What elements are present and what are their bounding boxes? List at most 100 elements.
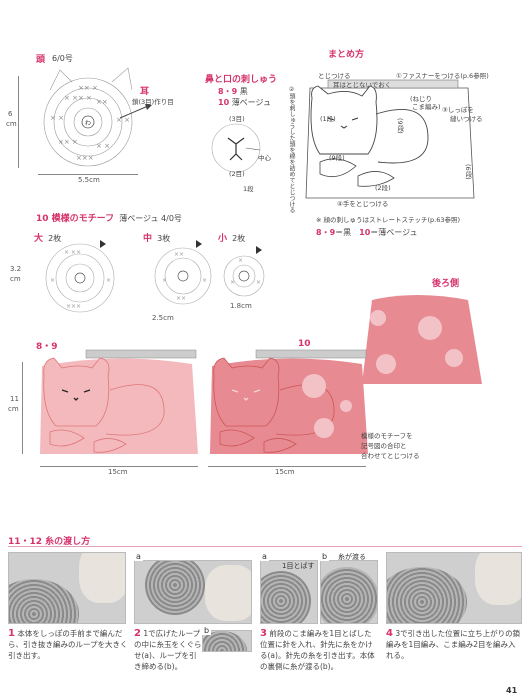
step3a-photo [260, 560, 318, 624]
finished-height-line [22, 362, 23, 454]
svg-text:××: ×× [174, 251, 184, 258]
svg-text:×××: ××× [66, 303, 81, 310]
finished-height: 11 [10, 395, 19, 403]
emb-rows-label: 1段 [243, 185, 254, 193]
step4-text: 3で引き出した位置に立ち上がりの鎖編みを1目編み、こま編み2目を編み入れる。 [386, 629, 521, 660]
emb-line1-nums: 8・9 [218, 87, 238, 96]
motif-small-count: 2枚 [232, 234, 246, 243]
svg-text:×: × [256, 279, 261, 286]
svg-text:×: × [230, 279, 235, 286]
embroidery-title: 鼻と口の刺しゅう [205, 75, 278, 85]
head-crochet-chart: ×× ×× ×× ××× × ×× ××× × × ×××× わ [43, 67, 152, 167]
finished-right-label: 10 [298, 339, 311, 349]
svg-text:×××: ××× [76, 154, 94, 162]
step4-photo [386, 552, 522, 624]
step3-skip-label: 1目とばす [282, 562, 315, 570]
back-view-label: 後ろ側 [432, 279, 460, 289]
finished-motif-note-1: 模様のモチーフを [361, 432, 413, 440]
assembly-title: まとめ方 [328, 50, 365, 60]
assembly-c1: ＝黒 [335, 228, 352, 237]
assembly-fastener-num: ① [396, 72, 402, 80]
emb-line2-num: 10 [218, 98, 230, 107]
svg-text:×× ×: ×× × [58, 138, 78, 146]
assembly-diagram [305, 79, 475, 199]
finished-width-line-right [208, 466, 366, 467]
ear-note: 鎖(3目)作り目 [132, 98, 174, 106]
svg-text:× ××: × ×× [64, 249, 81, 256]
assembly-ear-no-sew: 耳はとじないでおく [333, 81, 392, 89]
motif-small-size: 1.8cm [230, 302, 252, 310]
motif-medium-count: 3枚 [157, 234, 171, 243]
yarn-section-title: 11・12 糸の渡し方 [8, 537, 91, 547]
motif-medium-size: 2.5cm [152, 314, 174, 322]
motif-large-label: 大 [34, 234, 44, 244]
step3b-tag: b [320, 552, 330, 561]
step2-num: 2 [134, 628, 141, 639]
motif-medium-label: 中 [143, 234, 153, 244]
step4-num: 4 [386, 628, 393, 639]
motif-title: 10 模様のモチーフ [36, 214, 115, 224]
finished-width-right: 15cm [275, 468, 295, 476]
assembly-tail: しっぽを [447, 106, 474, 114]
ear-label: 耳 [140, 87, 150, 97]
svg-text:×× ×: ×× × [78, 84, 98, 92]
svg-text:××: ×× [96, 98, 108, 106]
assembly-sew-on: とじつける [318, 72, 351, 80]
head-height-line [18, 76, 19, 168]
emb-line2-color: 薄ベージュ [231, 98, 271, 107]
assembly-c1-num: 8・9 [316, 228, 336, 237]
step3-num: 3 [260, 628, 267, 639]
motif-charts: × ××××××× ×××××× ××× [45, 240, 265, 313]
step3a-tag: a [260, 552, 269, 561]
embroidery-diagram [211, 123, 261, 173]
finished-motif-note-2: 記号図の合印と [361, 442, 407, 450]
motif-large-unit: cm [10, 275, 21, 283]
emb-line1-color: 黒 [239, 87, 248, 96]
assembly-c2: ＝薄ベージュ [370, 228, 418, 237]
finished-width-left: 15cm [108, 468, 128, 476]
assembly-tail-num: ③ [442, 106, 448, 114]
step3-yarn-cross: 糸が渡る [338, 553, 366, 561]
head-height: 6 [8, 110, 13, 118]
svg-text:× ×: × × [96, 142, 110, 150]
step2a-photo [134, 560, 252, 624]
step1-text: 本体をしっぽの手前まで編んだら、引き抜き編みのループを大きく引き出す。 [8, 629, 128, 660]
svg-text:×: × [106, 277, 111, 284]
step2-text: 1で広げたループの中に糸玉をくぐらせ(a)、ループを引き締める(b)。 [134, 629, 202, 671]
emb-bottom-label: (2目) [229, 170, 245, 178]
step2b-photo [202, 630, 252, 652]
head-width-line [38, 174, 138, 175]
svg-text:×: × [238, 257, 243, 264]
head-chart-yarn: 6/0号 [52, 54, 73, 63]
svg-text:わ: わ [85, 120, 91, 127]
assembly-twist2: こま編み) [412, 103, 441, 111]
finished-motif-note-3: 合わせてとじつける [361, 452, 420, 460]
svg-text:× ×: × × [50, 114, 64, 122]
motif-small-label: 小 [218, 234, 228, 244]
svg-text:× ×× ×: × ×× × [64, 94, 92, 102]
motif-yarn: 薄ベージュ 4/0号 [119, 214, 182, 223]
assembly-rows-2: (2段) [375, 184, 391, 192]
head-height-unit: cm [6, 120, 17, 128]
step3b-photo [320, 560, 378, 624]
assembly-rows-9b: (9段) [396, 118, 404, 134]
svg-text:×: × [50, 277, 55, 284]
finished-purse-spotted [210, 349, 368, 454]
assembly-tail2: 縫いつける [450, 115, 483, 123]
back-view-illustration [362, 295, 482, 384]
step2a-tag: a [134, 552, 143, 561]
assembly-twist: (ねじり [410, 95, 433, 103]
assembly-rows-6: (6段) [464, 164, 472, 180]
motif-large-count: 2枚 [48, 234, 62, 243]
finished-width-line-left [40, 466, 198, 467]
assembly-head-note: 頭を刺しゅうした頭を綿を詰めてとじつける [288, 93, 295, 213]
assembly-hands: 手をとじつける [342, 200, 389, 208]
finished-purse-black-face [40, 349, 198, 454]
step1-num: 1 [8, 628, 15, 639]
yarn-section-rule [8, 546, 522, 547]
finished-height-unit: cm [8, 405, 19, 413]
assembly-c2-num: 10 [359, 228, 371, 237]
head-width: 5.5cm [78, 176, 100, 184]
assembly-hands-num: ④ [337, 200, 343, 208]
step1-photo [8, 552, 126, 624]
